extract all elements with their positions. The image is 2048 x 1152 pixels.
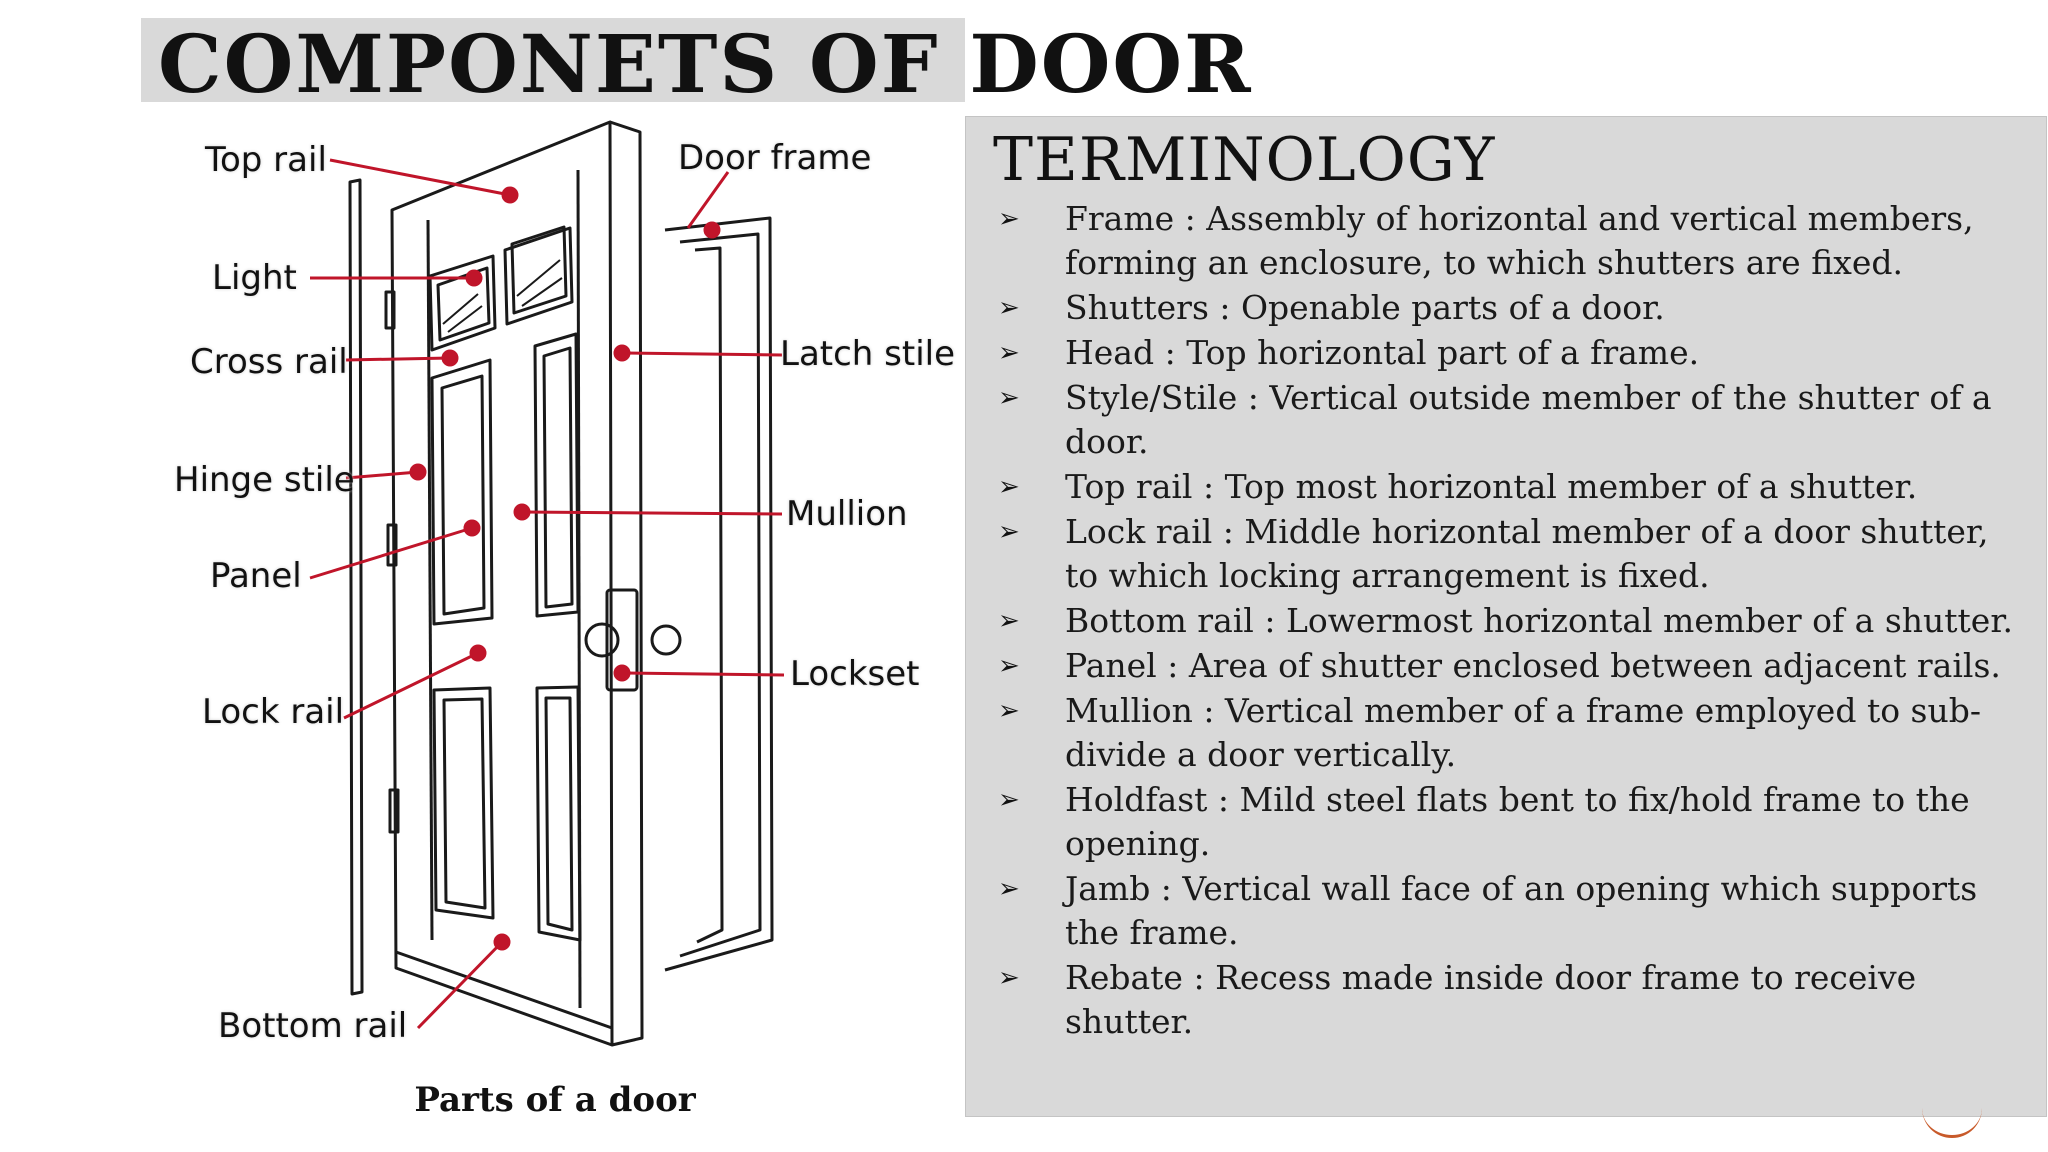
term-shutters: ➢ Shutters : Openable parts of a door.: [990, 286, 2030, 330]
page-title: COMPONETS OF DOOR: [158, 17, 1253, 111]
arrow-bullet-icon: ➢: [998, 696, 1020, 726]
light-pane-right: [503, 226, 574, 326]
arrow-bullet-icon: ➢: [998, 472, 1020, 502]
panel-lower-left: [432, 686, 495, 920]
arrow-bullet-icon: ➢: [998, 606, 1020, 636]
arrow-bullet-icon: ➢: [998, 338, 1020, 368]
hinge-jamb-shape: [348, 178, 364, 996]
term-stile: ➢ Style/Stile : Vertical outside member o…: [990, 376, 2030, 464]
term-text: Style/Stile : Vertical outside member of…: [1065, 378, 1992, 461]
term-jamb: ➢ Jamb : Vertical wall face of an opening…: [990, 867, 2030, 955]
door-drawing: [309, 120, 785, 1047]
door-leaf-edge: [609, 120, 644, 1047]
dot-top-rail: [501, 186, 519, 204]
label-lockset: Lockset: [790, 654, 920, 694]
dot-lockset: [613, 664, 631, 682]
dot-hinge-stile: [409, 463, 427, 481]
term-text: Jamb : Vertical wall face of an opening …: [1065, 869, 1978, 952]
label-door-frame: Door frame: [678, 138, 872, 178]
dot-cross-rail: [441, 349, 459, 367]
arrow-bullet-icon: ➢: [998, 874, 1020, 904]
term-text: Frame : Assembly of horizontal and verti…: [1065, 199, 1974, 282]
door-frame-shape: [664, 216, 774, 972]
arrow-bullet-icon: ➢: [998, 204, 1020, 234]
lockset-knob-left: [584, 622, 620, 658]
dot-latch-stile: [613, 344, 631, 362]
label-panel: Panel: [210, 556, 302, 596]
label-top-rail: Top rail: [205, 140, 327, 180]
arrow-bullet-icon: ➢: [998, 517, 1020, 547]
arrow-bullet-icon: ➢: [998, 293, 1020, 323]
arrow-bullet-icon: ➢: [998, 651, 1020, 681]
term-holdfast: ➢ Holdfast : Mild steel flats bent to fix…: [990, 778, 2030, 866]
light-pane-left: [428, 254, 497, 352]
terminology-list: ➢ Frame : Assembly of horizontal and vert…: [990, 197, 2030, 1045]
arrow-bullet-icon: ➢: [998, 383, 1020, 413]
door-diagram: Top rail Door frame Light Cross rail Lat…: [160, 110, 960, 1060]
arrow-bullet-icon: ➢: [998, 785, 1020, 815]
title-band: [141, 18, 965, 102]
term-head: ➢ Head : Top horizontal part of a frame.: [990, 331, 2030, 375]
dot-lock-rail: [469, 644, 487, 662]
term-text: Head : Top horizontal part of a frame.: [1065, 333, 1700, 372]
term-top-rail: ➢ Top rail : Top most horizontal member o…: [990, 465, 2030, 509]
term-mullion: ➢ Mullion : Vertical member of a frame em…: [990, 689, 2030, 777]
term-text: Holdfast : Mild steel flats bent to fix/…: [1065, 780, 1970, 863]
dot-mullion: [513, 503, 531, 521]
term-text: Lock rail : Middle horizontal member of …: [1065, 512, 1989, 595]
label-cross-rail: Cross rail: [190, 342, 348, 382]
term-text: Top rail : Top most horizontal member of…: [1065, 467, 1918, 506]
term-rebate: ➢ Rebate : Recess made inside door frame …: [990, 956, 2030, 1044]
terminology-panel: TERMINOLOGY ➢ Frame : Assembly of horizon…: [965, 116, 2047, 1117]
dot-bottom-rail: [493, 933, 511, 951]
slide-corner-mark: [1922, 1105, 1982, 1138]
term-text: Shutters : Openable parts of a door.: [1065, 288, 1665, 327]
label-mullion: Mullion: [786, 494, 908, 534]
label-bottom-rail: Bottom rail: [218, 1006, 408, 1046]
dot-light: [465, 269, 483, 287]
term-text: Mullion : Vertical member of a frame emp…: [1065, 691, 1982, 774]
panel-upper-left: [430, 358, 494, 626]
panel-lower-right: [535, 685, 582, 942]
dot-door-frame: [703, 221, 721, 239]
leader-lines: [309, 158, 785, 1030]
label-lock-rail: Lock rail: [202, 692, 345, 732]
dot-panel: [463, 519, 481, 537]
term-panel: ➢ Panel : Area of shutter enclosed betwee…: [990, 644, 2030, 688]
term-text: Rebate : Recess made inside door frame t…: [1065, 958, 1917, 1041]
figure-caption: Parts of a door: [414, 1080, 696, 1120]
lockset-knob-right: [650, 624, 682, 656]
term-frame: ➢ Frame : Assembly of horizontal and vert…: [990, 197, 2030, 285]
label-hinge-stile: Hinge stile: [174, 460, 355, 500]
arrow-bullet-icon: ➢: [998, 963, 1020, 993]
term-lock-rail: ➢ Lock rail : Middle horizontal member of…: [990, 510, 2030, 598]
label-light: Light: [212, 258, 297, 298]
term-text: Bottom rail : Lowermost horizontal membe…: [1065, 601, 2013, 640]
term-text: Panel : Area of shutter enclosed between…: [1065, 646, 2001, 685]
term-bottom-rail: ➢ Bottom rail : Lowermost horizontal memb…: [990, 599, 2030, 643]
lockset-plate: [605, 588, 639, 692]
label-latch-stile: Latch stile: [780, 334, 956, 374]
panel-upper-right: [533, 332, 580, 618]
terminology-heading: TERMINOLOGY: [993, 125, 1496, 195]
